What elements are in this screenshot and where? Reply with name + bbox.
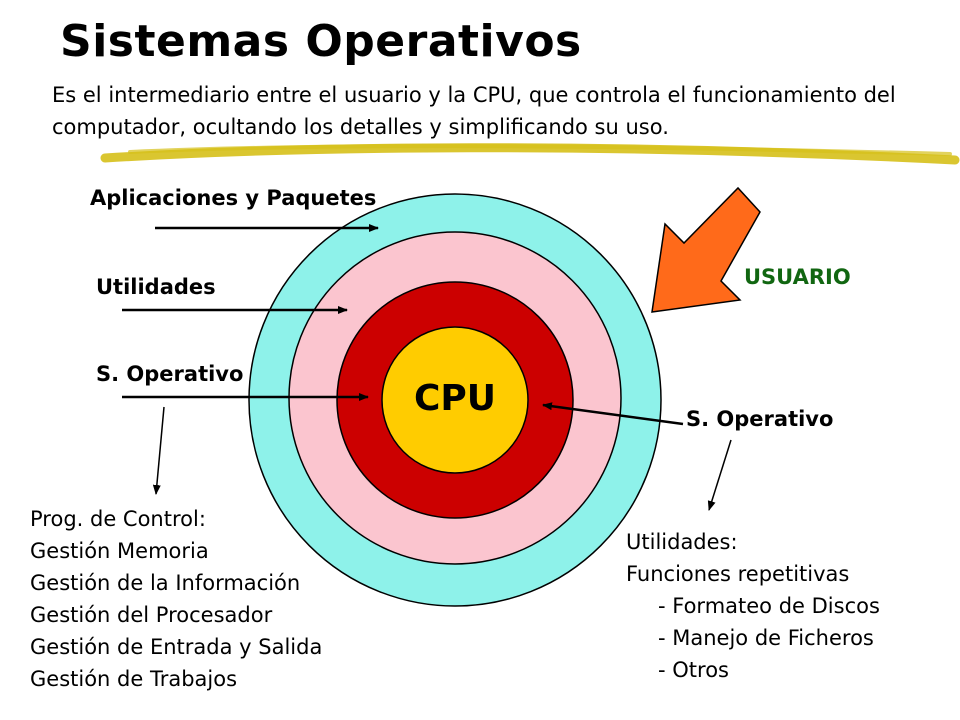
list-heading: Utilidades: — [626, 530, 738, 554]
list-item: Prog. de Control: — [30, 507, 206, 531]
left-function-list: Prog. de Control: Gestión Memoria Gestió… — [30, 503, 322, 695]
list-item: - Otros — [658, 658, 729, 682]
list-item: - Manejo de Ficheros — [658, 626, 874, 650]
label-cpu: CPU — [413, 378, 497, 419]
arrow-so-right — [542, 402, 684, 426]
list-item: Gestión de Trabajos — [30, 667, 238, 691]
label-usuario: USUARIO — [744, 265, 851, 289]
core-cpu — [381, 326, 529, 474]
list-item: Gestión del Procesador — [30, 603, 273, 627]
list-item: Gestión Memoria — [30, 539, 209, 563]
label-so-left: S. Operativo — [96, 362, 244, 386]
highlighter-stroke-2 — [128, 144, 952, 156]
list-item: Gestión de la Información — [30, 571, 301, 595]
arrow-down-right — [707, 439, 732, 511]
label-aplicaciones: Aplicaciones y Paquetes — [90, 186, 377, 210]
list-subheading: Funciones repetitivas — [626, 562, 850, 586]
usuario-arrow — [651, 186, 761, 313]
description-text: Es el intermediario entre el usuario y l… — [52, 83, 896, 139]
right-function-list: Utilidades: Funciones repetitivas - Form… — [626, 526, 880, 686]
list-item: Gestión de Entrada y Salida — [30, 635, 323, 659]
page-title: Sistemas Operativos — [60, 16, 582, 67]
label-so-right: S. Operativo — [686, 407, 834, 431]
label-utilidades: Utilidades — [96, 275, 216, 299]
list-item: - Formateo de Discos — [658, 594, 880, 618]
arrow-down-left — [152, 406, 165, 495]
